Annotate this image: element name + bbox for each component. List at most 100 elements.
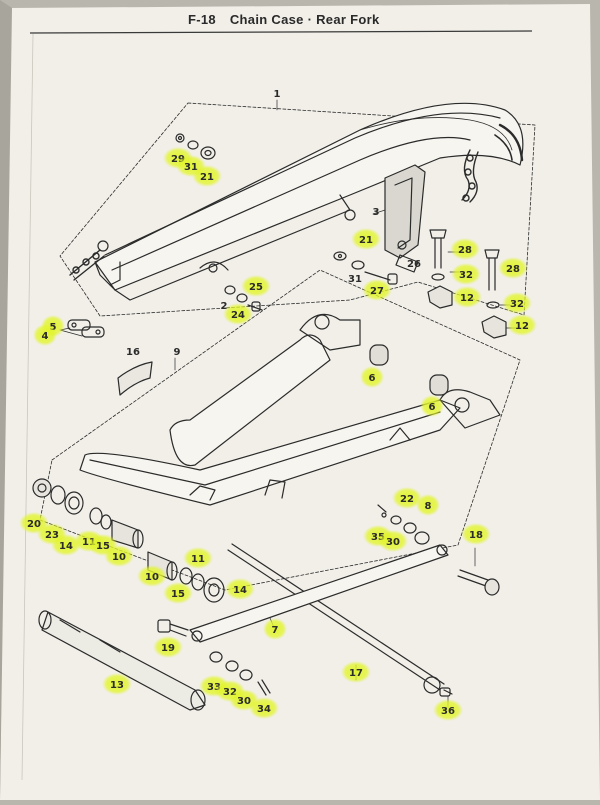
callout-35: 35 [371, 532, 385, 543]
callout-highlight [502, 292, 532, 314]
callout-highlight [137, 565, 167, 587]
callout-30: 30 [237, 696, 251, 707]
callout-21: 21 [359, 235, 373, 246]
callout-highlight [102, 673, 132, 695]
callout-highlight [416, 494, 440, 516]
callout-highlight [498, 257, 528, 279]
callout-highlight [341, 661, 371, 683]
callout-13: 13 [110, 680, 124, 691]
callout-19: 19 [161, 643, 175, 654]
callout-highlight [163, 582, 193, 604]
paper-shadow [0, 0, 12, 800]
callout-highlight [392, 487, 422, 509]
callout-10: 10 [112, 552, 126, 563]
callout-highlight [351, 228, 381, 250]
callout-7: 7 [272, 625, 279, 636]
callout-3: 3 [373, 207, 380, 218]
margin-rule [21, 33, 34, 781]
callout-highlight [420, 395, 444, 417]
washer-set-mid [333, 251, 419, 285]
callout-32: 32 [223, 687, 237, 698]
callout-20: 20 [27, 519, 41, 530]
callout-9: 9 [174, 347, 181, 358]
callout-31: 31 [348, 274, 362, 285]
washer-set-right [377, 504, 430, 545]
callout-22: 22 [400, 494, 414, 505]
bolts-28 [429, 229, 500, 291]
page-title: F-18 Chain Case · Rear Fork [188, 12, 380, 27]
drive-chain [69, 149, 479, 281]
callout-36: 36 [441, 706, 455, 717]
callout-23: 23 [45, 530, 59, 541]
callout-highlight [241, 275, 271, 297]
callout-highlight [33, 324, 57, 346]
callout-16: 16 [126, 347, 140, 358]
callout-26: 26 [407, 259, 421, 270]
callout-highlight [450, 238, 480, 260]
callout-28: 28 [506, 264, 520, 275]
callout-highlight [249, 697, 279, 719]
callout-4: 4 [42, 331, 49, 342]
callout-18: 18 [469, 530, 483, 541]
callout-highlight [452, 286, 482, 308]
callout-21: 21 [200, 172, 214, 183]
callout-32: 32 [459, 270, 473, 281]
callout-12: 12 [515, 321, 529, 332]
washer-set-bottom [209, 651, 271, 696]
callout-25: 25 [249, 282, 263, 293]
callout-6: 6 [429, 402, 436, 413]
callout-15: 15 [96, 541, 110, 552]
chaincase-group-outline [59, 102, 536, 317]
callout-highlight [183, 547, 213, 569]
callout-27: 27 [370, 286, 384, 297]
pivot-shaft [227, 543, 453, 697]
clamp-12 [427, 273, 507, 339]
callout-highlight [51, 534, 81, 556]
callout-29: 29 [171, 154, 185, 165]
master-link [67, 319, 105, 338]
callout-highlight [507, 314, 537, 336]
chain-case [94, 102, 524, 301]
callout-8: 8 [425, 501, 432, 512]
callout-highlight [153, 636, 183, 658]
callout-highlight [104, 545, 134, 567]
washer-set-lower [224, 285, 263, 312]
header-rule [29, 30, 533, 34]
callout-28: 28 [458, 245, 472, 256]
callout-highlight [433, 699, 463, 721]
callout-10: 10 [145, 572, 159, 583]
callout-11: 11 [191, 554, 205, 565]
callout-34: 34 [257, 704, 271, 715]
callout-31: 31 [184, 162, 198, 173]
callout-14: 14 [233, 585, 247, 596]
callout-14: 14 [59, 541, 73, 552]
callout-highlight [362, 279, 392, 301]
callout-labels: 1293121321262828312732123212224255416966… [19, 89, 537, 721]
callout-highlight [461, 523, 491, 545]
callout-33: 33 [207, 682, 221, 693]
callout-highlight [223, 303, 253, 325]
callout-highlight [451, 263, 481, 285]
axle-sleeve [38, 610, 206, 711]
callout-15: 15 [171, 589, 185, 600]
paper-sheet [0, 4, 600, 800]
callout-17: 17 [349, 668, 363, 679]
bolt-19 [157, 619, 189, 637]
callout-highlight [263, 618, 287, 640]
callout-12: 12 [460, 293, 474, 304]
callout-32: 32 [510, 299, 524, 310]
callout-highlight [360, 366, 384, 388]
page-code: F-18 [188, 12, 216, 27]
callout-6: 6 [369, 373, 376, 384]
chain-case-bracket [384, 164, 426, 259]
callout-30: 30 [386, 537, 400, 548]
callout-1: 1 [274, 89, 281, 100]
page-title-text: Chain Case · Rear Fork [229, 12, 380, 27]
chain-guard-plate [117, 361, 153, 396]
callout-2: 2 [221, 301, 228, 312]
bolt-18 [457, 569, 500, 596]
washer-set-top [175, 133, 216, 160]
callout-highlight [378, 530, 408, 552]
